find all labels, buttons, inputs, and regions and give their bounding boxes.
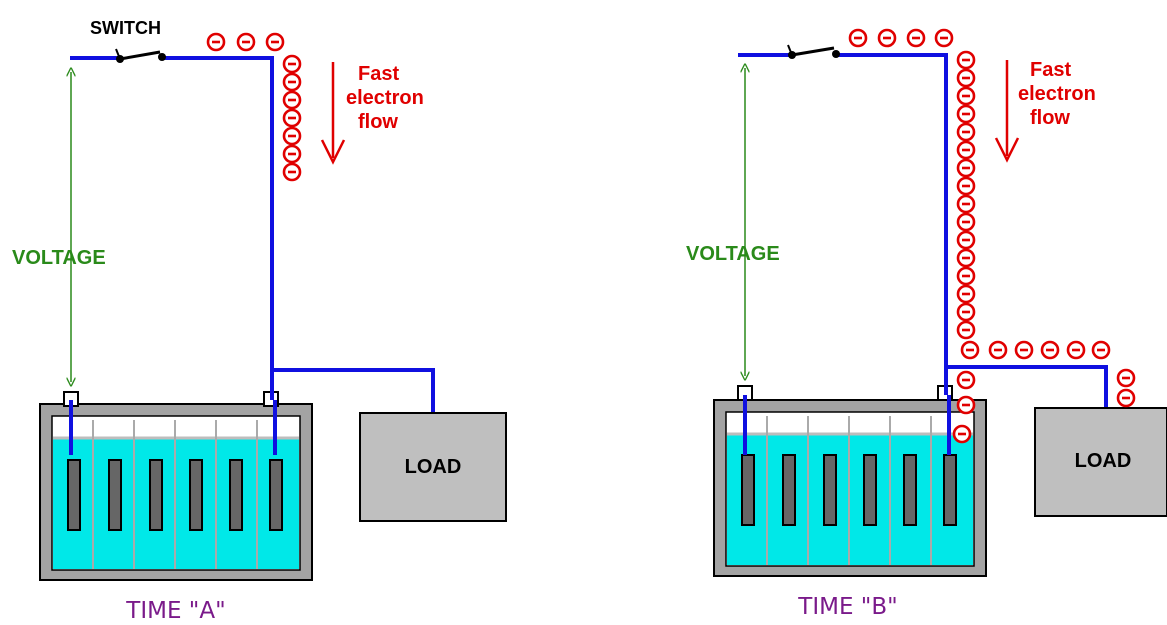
load-label: LOAD	[405, 456, 462, 478]
electron	[956, 230, 976, 250]
battery	[39, 391, 313, 581]
flow-text-line2: electron	[346, 87, 424, 109]
flow-arrow	[994, 60, 1020, 163]
electron	[236, 32, 256, 52]
electron	[956, 320, 976, 340]
electron	[1116, 388, 1136, 408]
voltage-label: VOLTAGE	[686, 243, 780, 265]
electron	[1116, 368, 1136, 388]
load-box	[359, 412, 507, 522]
caption-time-a: TIME "A"	[125, 598, 225, 624]
electron	[956, 140, 976, 160]
electron	[956, 176, 976, 196]
electron	[956, 212, 976, 232]
electron	[952, 424, 972, 444]
switch-label: SWITCH	[90, 18, 161, 38]
caption-time-b: TIME "B"	[797, 594, 897, 620]
load-box	[1034, 407, 1167, 517]
electron	[956, 266, 976, 286]
electron	[956, 158, 976, 178]
electron	[934, 28, 954, 48]
electron	[282, 162, 302, 182]
flow-text-line3: flow	[1030, 107, 1070, 129]
electron	[956, 50, 976, 70]
load-label: LOAD	[1075, 450, 1132, 472]
electron	[1014, 340, 1034, 360]
electron	[956, 302, 976, 322]
electron	[956, 86, 976, 106]
electron	[282, 126, 302, 146]
electron	[265, 32, 285, 52]
switch	[115, 48, 166, 63]
electron	[956, 370, 976, 390]
electron	[956, 395, 976, 415]
flow-text-line3: flow	[358, 111, 398, 133]
electron	[848, 28, 868, 48]
circuit-wire	[738, 53, 1108, 455]
electron	[1091, 340, 1111, 360]
electron	[1066, 340, 1086, 360]
electron	[956, 284, 976, 304]
switch	[787, 44, 840, 59]
electron	[960, 340, 980, 360]
flow-text-line1: Fast	[1030, 59, 1071, 81]
electron	[956, 122, 976, 142]
flow-text-line1: Fast	[358, 63, 399, 85]
electrons	[206, 32, 302, 182]
electron	[988, 340, 1008, 360]
electron	[282, 108, 302, 128]
electron	[956, 194, 976, 214]
electron	[1040, 340, 1060, 360]
circuit-wire	[69, 56, 435, 455]
flow-text-line2: electron	[1018, 83, 1096, 105]
electron	[206, 32, 226, 52]
panel-time-a: SWITCH VOLTAGE LOAD Fast electron flow	[12, 18, 507, 624]
electron	[877, 28, 897, 48]
electron	[282, 72, 302, 92]
electron	[956, 248, 976, 268]
voltage-label: VOLTAGE	[12, 247, 106, 269]
electron	[956, 68, 976, 88]
electron	[282, 54, 302, 74]
electron	[282, 90, 302, 110]
flow-arrow	[320, 62, 346, 165]
electron	[906, 28, 926, 48]
electron	[956, 104, 976, 124]
battery	[713, 385, 987, 577]
panel-time-b: VOLTAGE LOAD Fast electron flow	[686, 28, 1167, 620]
electron	[282, 144, 302, 164]
